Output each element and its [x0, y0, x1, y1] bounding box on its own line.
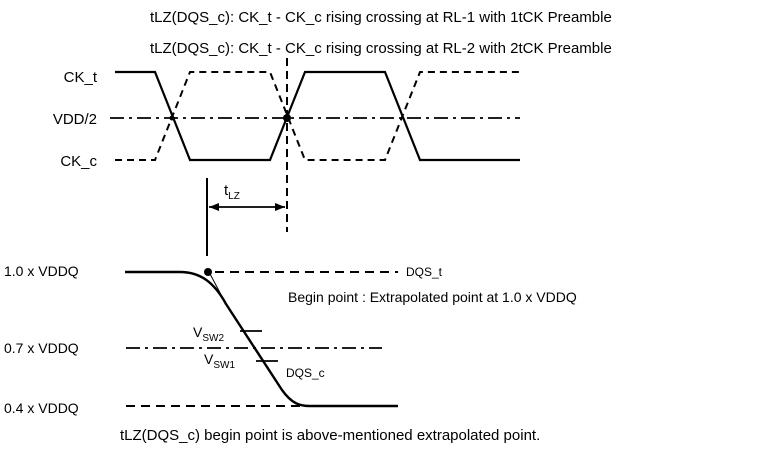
tlz-label: tLZ	[224, 182, 240, 202]
vsw2-label: VSW2	[193, 324, 224, 344]
vdd-half-label: VDD/2	[53, 111, 97, 128]
header-line-1: tLZ(DQS_c): CK_t - CK_c rising crossing …	[150, 9, 612, 26]
dqs-c-label: DQS_c	[286, 366, 325, 380]
footer-note: tLZ(DQS_c) begin point is above-mentione…	[120, 427, 540, 444]
begin-point-note: Begin point : Extrapolated point at 1.0 …	[288, 289, 577, 305]
vsw1-label: VSW1	[204, 351, 235, 371]
extrapolation-line	[208, 271, 227, 305]
level-low-label: 0.4 x VDDQ	[4, 400, 79, 416]
ck-c-label: CK_c	[60, 153, 97, 170]
dqs-t-label: DQS_t	[406, 265, 443, 279]
dqs-c-waveform	[125, 270, 398, 408]
ck-t-label: CK_t	[64, 69, 98, 86]
level-high-label: 1.0 x VDDQ	[4, 263, 79, 279]
level-mid-label: 0.7 x VDDQ	[4, 340, 79, 356]
ck-c-waveform	[115, 71, 520, 161]
begin-point-marker	[204, 268, 212, 276]
ck-t-waveform	[115, 70, 520, 162]
crossing-point-left	[169, 115, 175, 121]
header-line-2: tLZ(DQS_c): CK_t - CK_c rising crossing …	[150, 40, 612, 57]
